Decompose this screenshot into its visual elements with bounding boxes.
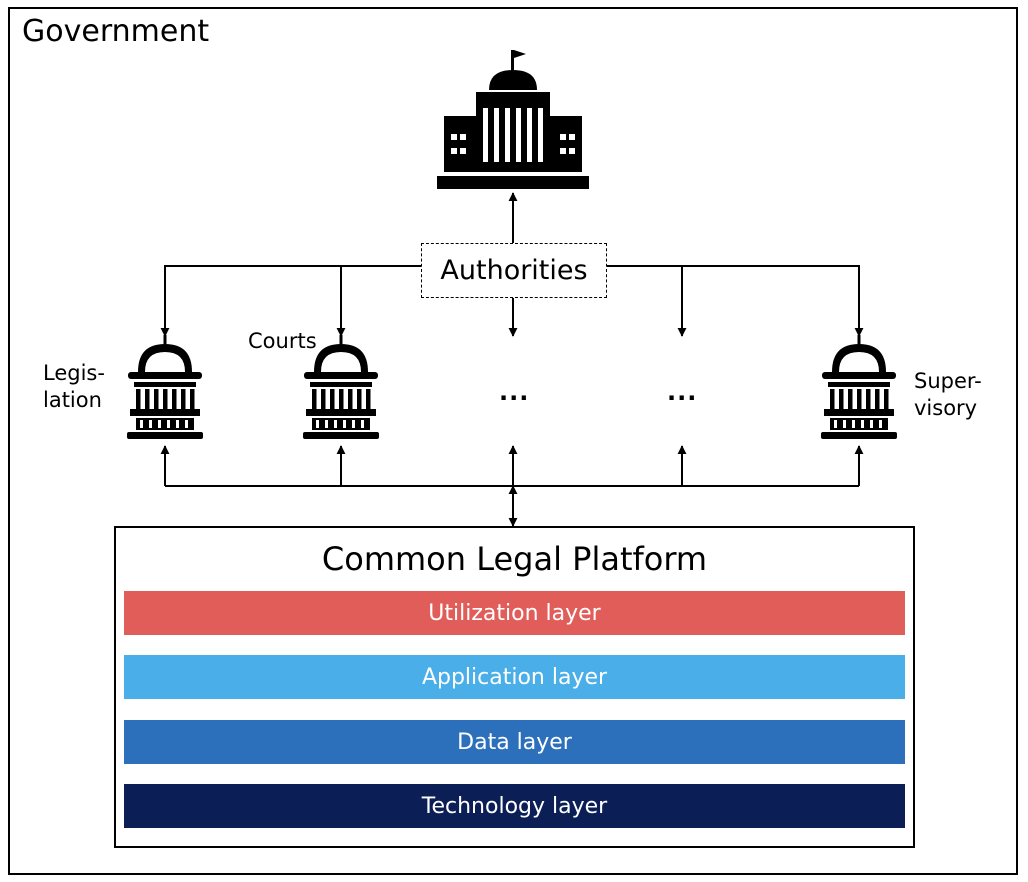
supervisory-label-line-1: Super- xyxy=(914,369,982,393)
connector-authorities-right xyxy=(607,265,864,337)
ellipsis-branch-1: ... xyxy=(499,378,530,406)
authorities-label: Authorities xyxy=(440,255,588,286)
data-layer: Data layer xyxy=(124,720,905,764)
capitol-dome-icon xyxy=(821,335,897,439)
technology-layer: Technology layer xyxy=(124,784,905,828)
legislation-label-line-2: lation xyxy=(43,388,102,412)
legislation-label: Legis- lation xyxy=(43,360,105,414)
application-layer-label: Application layer xyxy=(421,664,608,690)
capitol-dome-icon xyxy=(127,335,203,439)
authorities-box: Authorities xyxy=(421,243,607,298)
connector-authorities-left xyxy=(160,265,421,337)
platform-title: Common Legal Platform xyxy=(321,540,708,578)
application-layer: Application layer xyxy=(124,655,905,699)
supervisory-label-line-2: visory xyxy=(914,396,978,420)
courts-label: Courts xyxy=(248,329,317,353)
capitol-dome-icon xyxy=(303,335,379,439)
government-building-icon xyxy=(437,50,589,189)
utilization-layer: Utilization layer xyxy=(124,591,905,635)
legislation-label-line-1: Legis- xyxy=(43,361,105,385)
government-frame xyxy=(8,7,1018,875)
common-legal-platform: Common Legal Platform Utilization layer … xyxy=(114,526,915,848)
utilization-layer-label: Utilization layer xyxy=(428,600,601,626)
government-title: Government xyxy=(22,14,210,49)
data-layer-label: Data layer xyxy=(457,729,572,755)
technology-layer-label: Technology layer xyxy=(421,793,608,819)
ellipsis-branch-2: ... xyxy=(667,378,698,406)
supervisory-label: Super- visory xyxy=(914,368,982,422)
